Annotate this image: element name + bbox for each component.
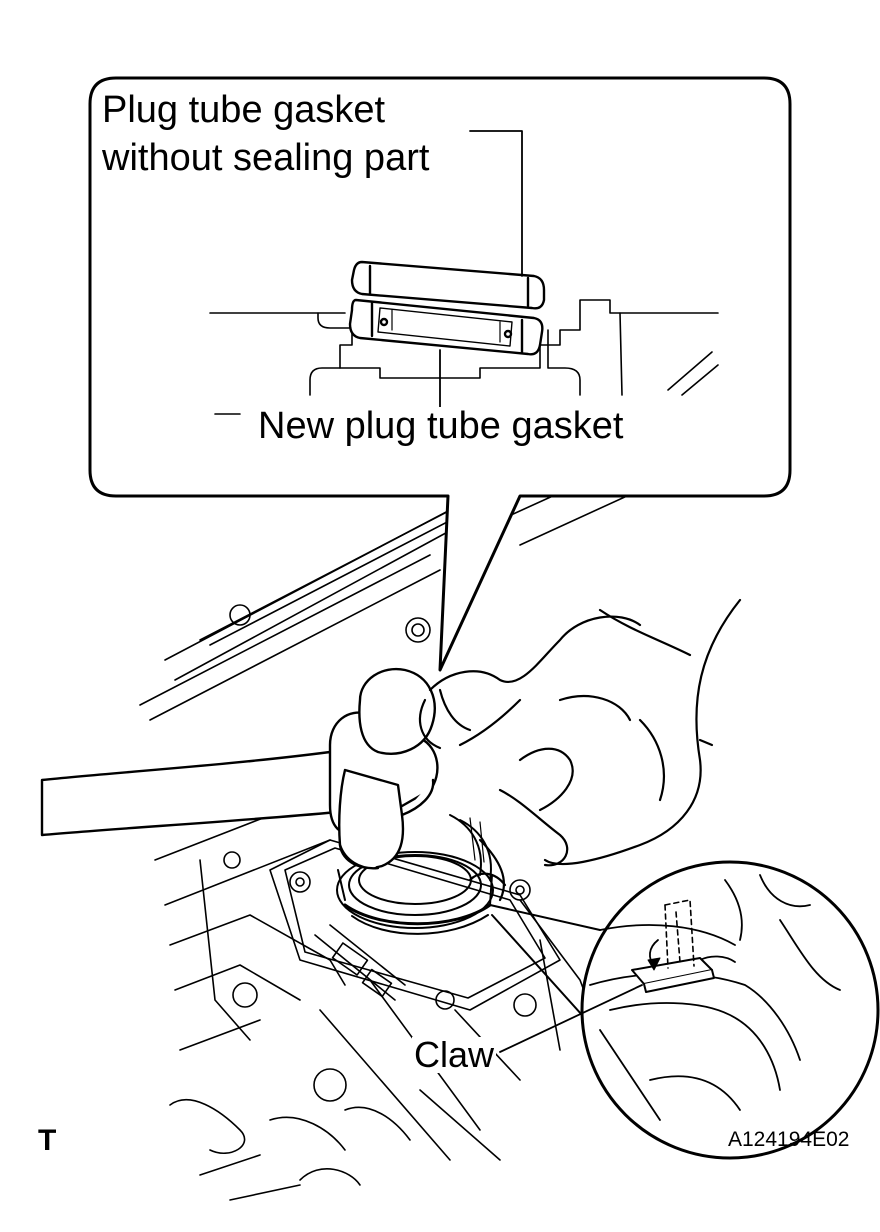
figure-id: A124194E02	[728, 1128, 850, 1151]
hammer	[40, 667, 439, 870]
new-plug-tube-gasket-label: New plug tube gasket	[254, 407, 628, 445]
leader-lines	[439, 130, 523, 411]
plug-tube-gasket-label-line2: without sealing part	[102, 137, 430, 179]
hand	[418, 598, 742, 902]
callout-gasket-pair	[348, 260, 546, 356]
corner-mark: T	[38, 1124, 57, 1157]
engine-head-cover	[139, 469, 641, 1201]
plug-tube-gasket-label-line1: Plug tube gasket	[102, 89, 386, 131]
callout-head-outline	[209, 299, 719, 415]
claw-tab	[631, 957, 715, 993]
claw-label: Claw	[412, 1034, 497, 1075]
plug-tube-gasket-label: Plug tube gasket without sealing part	[102, 86, 429, 182]
claw-dashed-position	[664, 899, 695, 969]
claw-detail-magnifier	[489, 860, 880, 1160]
